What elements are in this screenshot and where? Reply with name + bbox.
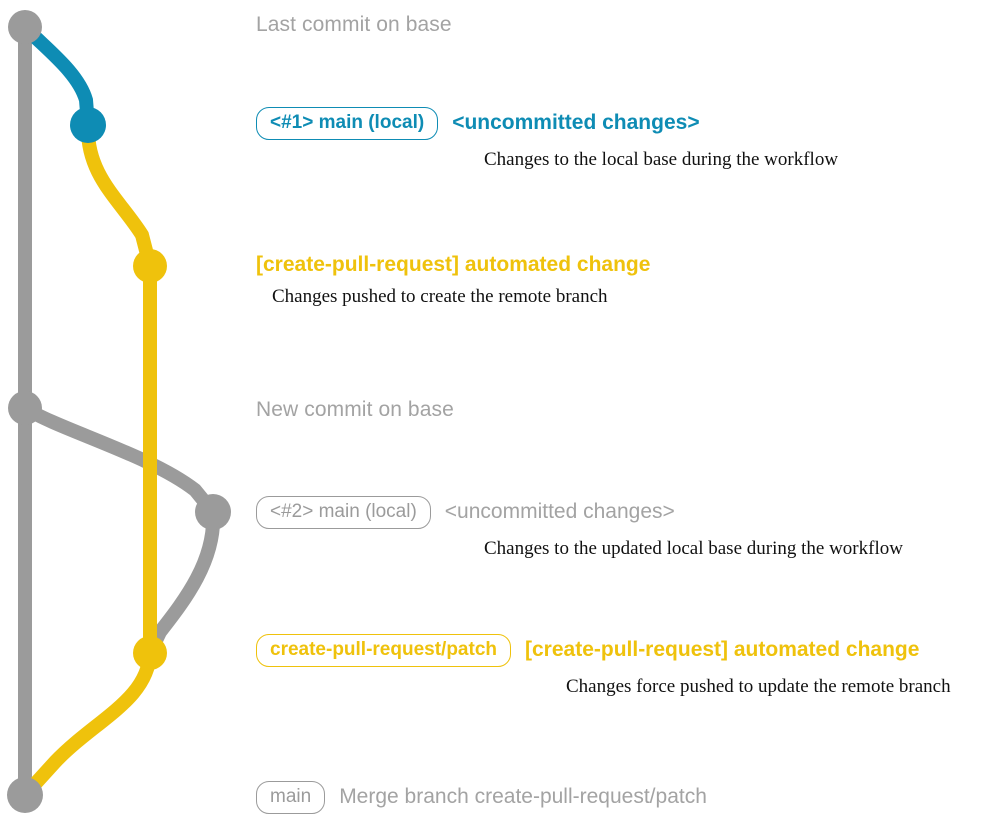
ref-badge-local-main-1[interactable]: <#1> main (local): [256, 107, 439, 140]
commit-row-new-commit-on-base: New commit on base: [256, 398, 454, 422]
base-to-local2-edge: [18, 401, 220, 519]
local-changes-node-2[interactable]: [195, 494, 231, 530]
patch-commit-node-2[interactable]: [133, 636, 167, 670]
commit-subject: <uncommitted changes>: [452, 111, 700, 135]
local2-to-patch2-edge: [143, 505, 221, 660]
commit-subject: [create-pull-request] automated change: [525, 638, 920, 662]
commit-subject: Merge branch create-pull-request/patch: [339, 785, 707, 809]
ref-badge-local-main-2[interactable]: <#2> main (local): [256, 496, 431, 529]
commit-row-automated-change-2: create-pull-request/patch [create-pull-r…: [256, 634, 951, 698]
commit-subject: <uncommitted changes>: [444, 500, 675, 524]
commit-row-local-main-2: <#2> main (local) <uncommitted changes> …: [256, 496, 903, 560]
ref-badge-main[interactable]: main: [256, 781, 326, 814]
commit-note: Changes to the updated local base during…: [484, 537, 903, 559]
commit-note: Changes to the local base during the wor…: [484, 148, 839, 170]
merge-commit-node[interactable]: [7, 777, 43, 813]
commit-row-local-main-1: <#1> main (local) <uncommitted changes> …: [256, 107, 838, 171]
local1-to-patch1-edge: [80, 118, 157, 273]
base-new-commit-node[interactable]: [8, 391, 42, 425]
commit-note: Changes pushed to create the remote bran…: [272, 286, 608, 308]
commit-row-merge-commit: main Merge branch create-pull-request/pa…: [256, 781, 707, 814]
commit-graph: [7, 10, 231, 813]
base-head-node[interactable]: [8, 10, 42, 44]
patch2-to-merge-edge: [18, 646, 157, 802]
commit-row-last-commit-on-base: Last commit on base: [256, 13, 452, 37]
patch-commit-node-1[interactable]: [133, 249, 167, 283]
commit-subject: [create-pull-request] automated change: [256, 253, 651, 276]
commit-note: Changes force pushed to update the remot…: [566, 675, 951, 697]
local-changes-node-1[interactable]: [70, 107, 106, 143]
ref-badge-create-pull-request-patch[interactable]: create-pull-request/patch: [256, 634, 511, 667]
commit-subject: New commit on base: [256, 398, 454, 421]
commit-row-automated-change-1: [create-pull-request] automated change C…: [256, 253, 651, 308]
commit-subject: Last commit on base: [256, 13, 452, 36]
